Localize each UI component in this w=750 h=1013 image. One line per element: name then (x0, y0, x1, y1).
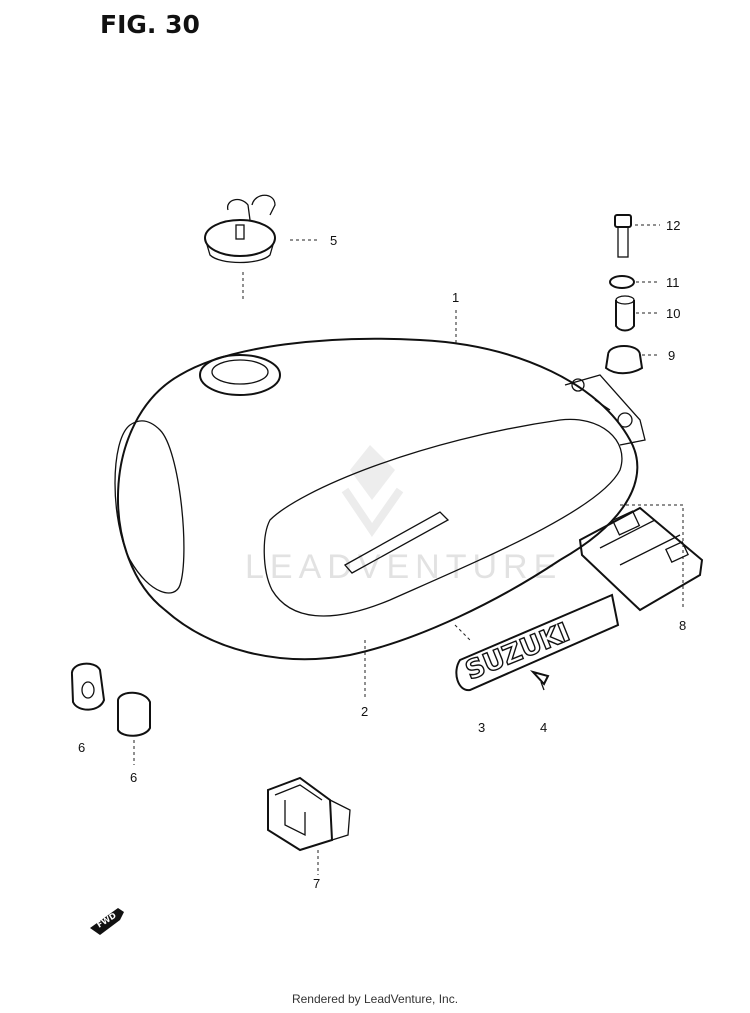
fuel-cap (204, 194, 276, 264)
callout-3: 3 (478, 720, 485, 735)
watermark-logo: LEADVENTURE (245, 445, 562, 586)
callout-6a: 6 (78, 740, 85, 755)
callout-9: 9 (668, 348, 675, 363)
leader-lines (133, 224, 684, 875)
washer (609, 275, 635, 289)
footer-credit: Rendered by LeadVenture, Inc. (291, 992, 459, 1006)
tank-cap-right (117, 691, 151, 737)
bolt (614, 214, 632, 258)
emblem-screw (529, 670, 550, 691)
callout-4: 4 (540, 720, 547, 735)
forward-direction-arrow: FWD (90, 908, 124, 935)
callout-6b: 6 (130, 770, 137, 785)
tank-cap-left (70, 662, 106, 711)
seat-cushion (578, 506, 704, 612)
callout-11: 11 (666, 275, 680, 290)
mounting-cushion (267, 776, 351, 852)
emblem-text: SUZUKI (461, 618, 574, 687)
callout-7: 7 (313, 876, 320, 891)
fuel-tank (114, 337, 646, 661)
callout-10: 10 (666, 306, 680, 321)
collar (615, 295, 635, 332)
callout-5: 5 (330, 233, 337, 248)
callout-1: 1 (452, 290, 459, 305)
watermark-text: LEADVENTURE (245, 548, 562, 586)
callout-2: 2 (361, 704, 368, 719)
figure-title: FIG. 30 (100, 10, 200, 39)
callout-labels: 1 2 3 4 5 6 6 7 8 9 10 11 12 (78, 218, 686, 891)
rubber-grommet (604, 345, 644, 375)
callout-12: 12 (666, 218, 680, 233)
callout-8: 8 (679, 618, 686, 633)
